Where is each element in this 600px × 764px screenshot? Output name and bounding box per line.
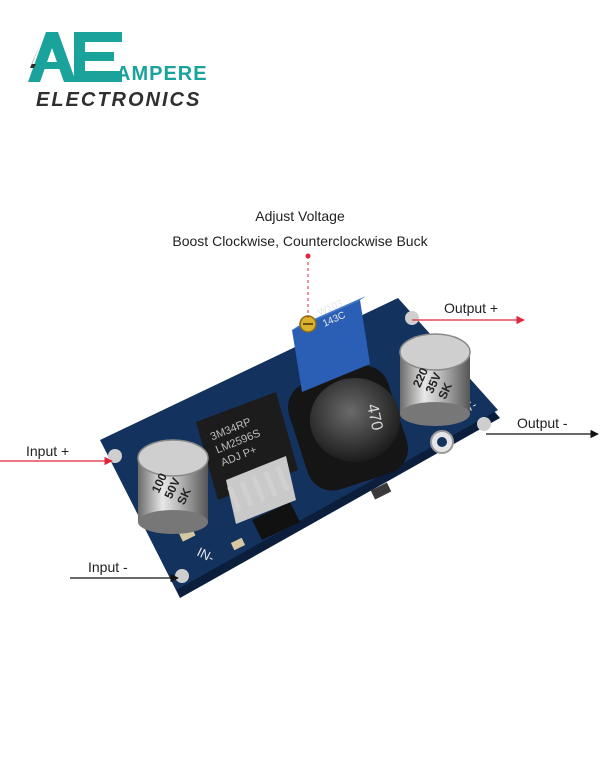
input-minus-pad — [175, 569, 189, 583]
diode — [252, 502, 300, 540]
input-capacitor: 100 50V SK — [137, 439, 209, 534]
company-logo: AMPERE ELECTRONICS — [26, 32, 208, 111]
logo-mark-icon — [26, 32, 122, 84]
adjust-voltage-label: Adjust Voltage — [255, 208, 345, 224]
inductor: 470 — [288, 365, 408, 491]
input-plus-label: Input + — [26, 443, 70, 459]
logo-line1: AMPERE — [116, 63, 208, 85]
output-capacitor: 220 35V SK — [399, 333, 471, 426]
cap-left-line3: SK — [174, 486, 194, 507]
regulator-chip: 3M34RP LM2596S ADJ P+ — [196, 392, 298, 524]
output-minus-label: Output - — [517, 415, 568, 431]
output-plus-label: Output + — [444, 300, 499, 316]
input-minus-label: Input - — [88, 559, 128, 575]
cap-right-line3: SK — [435, 380, 455, 401]
inductor-value: 470 — [363, 402, 385, 432]
logo-line2: ELECTRONICS — [36, 89, 201, 111]
output-plus-pad — [405, 311, 419, 325]
output-minus-pad — [477, 417, 491, 431]
potentiometer: W103 143C — [292, 296, 370, 392]
adjust-direction-label: Boost Clockwise, Counterclockwise Buck — [172, 233, 428, 249]
in-minus-silk: IN- — [195, 544, 217, 565]
adjust-leader-dot — [305, 253, 311, 259]
